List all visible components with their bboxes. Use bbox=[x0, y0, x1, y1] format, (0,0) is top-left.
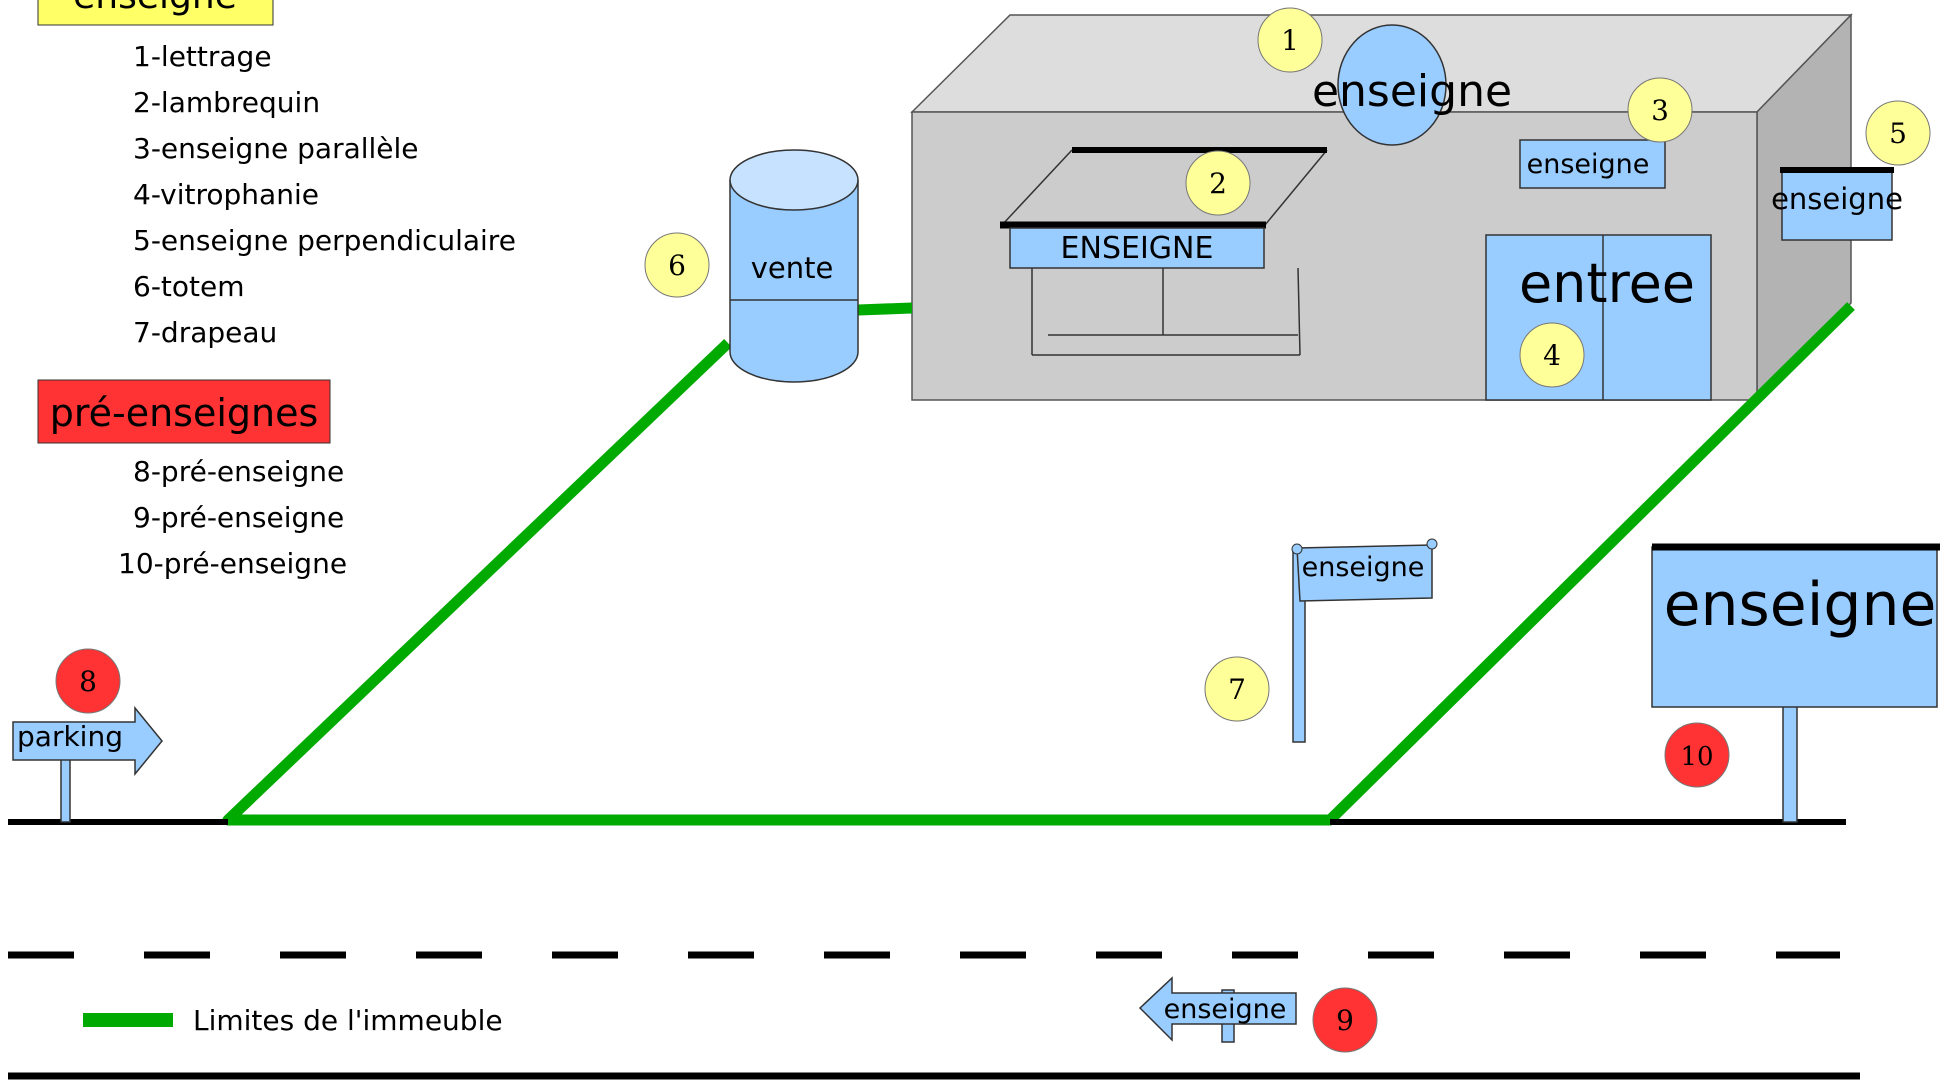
svg-text:10: 10 bbox=[1680, 742, 1713, 772]
svg-text:8: 8 bbox=[79, 665, 97, 698]
svg-text:2: 2 bbox=[1209, 167, 1227, 200]
svg-text:6: 6 bbox=[668, 249, 686, 282]
svg-text:9: 9 bbox=[1336, 1004, 1354, 1037]
enseigne-heading-box bbox=[37, 0, 274, 26]
svg-text:4: 4 bbox=[1543, 339, 1561, 372]
legend-item: 2-lambrequin bbox=[133, 86, 320, 119]
marker-7: 7 bbox=[1204, 656, 1270, 722]
totem-connector-line bbox=[857, 302, 913, 316]
billboard bbox=[1651, 543, 1940, 823]
arrow-sign bbox=[1138, 976, 1297, 1043]
marker-4: 4 bbox=[1519, 322, 1585, 388]
lambrequin-sign-text: ENSEIGNE bbox=[1061, 231, 1214, 266]
legend-item: 1-lettrage bbox=[133, 40, 272, 73]
legend-item: 6-totem bbox=[133, 270, 245, 303]
arrow-sign-text: enseigne bbox=[1164, 994, 1287, 1025]
parking-sign bbox=[12, 705, 163, 823]
flag-text: enseigne bbox=[1302, 552, 1425, 583]
limit-legend-label: Limites de l'immeuble bbox=[193, 1004, 503, 1037]
totem bbox=[729, 149, 859, 383]
svg-text:3: 3 bbox=[1651, 94, 1669, 127]
parking-sign-text: parking bbox=[17, 720, 123, 753]
parallel-sign-text: enseigne bbox=[1527, 149, 1650, 180]
legend-item: 7-drapeau bbox=[133, 316, 277, 349]
pre-enseignes-heading-box bbox=[37, 379, 331, 444]
legend-item: 5-enseigne perpendiculaire bbox=[133, 224, 516, 257]
legend-item: 10-pré-enseigne bbox=[118, 547, 347, 580]
marker-3: 3 bbox=[1627, 77, 1693, 143]
svg-text:1: 1 bbox=[1281, 24, 1299, 57]
lettrage-oval bbox=[1337, 24, 1447, 146]
marker-2: 2 bbox=[1185, 150, 1251, 216]
flag bbox=[1291, 538, 1438, 743]
entrance-door bbox=[1485, 234, 1712, 401]
parallel-sign bbox=[1519, 139, 1666, 189]
svg-text:5: 5 bbox=[1889, 117, 1907, 150]
legend-item: 9-pré-enseigne bbox=[133, 501, 344, 534]
pre-enseignes-heading: pré-enseignes bbox=[50, 391, 319, 435]
legend-item: 3-enseigne parallèle bbox=[133, 132, 419, 165]
marker-5: 5 bbox=[1865, 100, 1931, 166]
perpendicular-sign bbox=[1781, 169, 1893, 241]
enseigne-heading: enseigne bbox=[73, 0, 237, 17]
perpendicular-sign-text: enseigne bbox=[1771, 182, 1903, 216]
door-text: entree bbox=[1519, 252, 1695, 315]
awning bbox=[1001, 149, 1328, 356]
legend-item: 4-vitrophanie bbox=[133, 178, 319, 211]
lettrage-sign-text: enseigne bbox=[1312, 66, 1512, 117]
building-limits-line bbox=[222, 302, 1855, 826]
lambrequin-sign bbox=[1009, 227, 1265, 269]
limit-legend-swatch bbox=[83, 1013, 173, 1027]
billboard-text: enseigne bbox=[1664, 570, 1937, 640]
marker-10: 10 bbox=[1664, 722, 1730, 788]
marker-8: 8 bbox=[55, 648, 121, 714]
marker-1: 1 bbox=[1257, 7, 1323, 73]
legend-item: 8-pré-enseigne bbox=[133, 455, 344, 488]
totem-text: vente bbox=[751, 251, 834, 285]
svg-text:7: 7 bbox=[1228, 673, 1246, 706]
marker-6: 6 bbox=[644, 232, 710, 298]
marker-9: 9 bbox=[1312, 987, 1378, 1053]
